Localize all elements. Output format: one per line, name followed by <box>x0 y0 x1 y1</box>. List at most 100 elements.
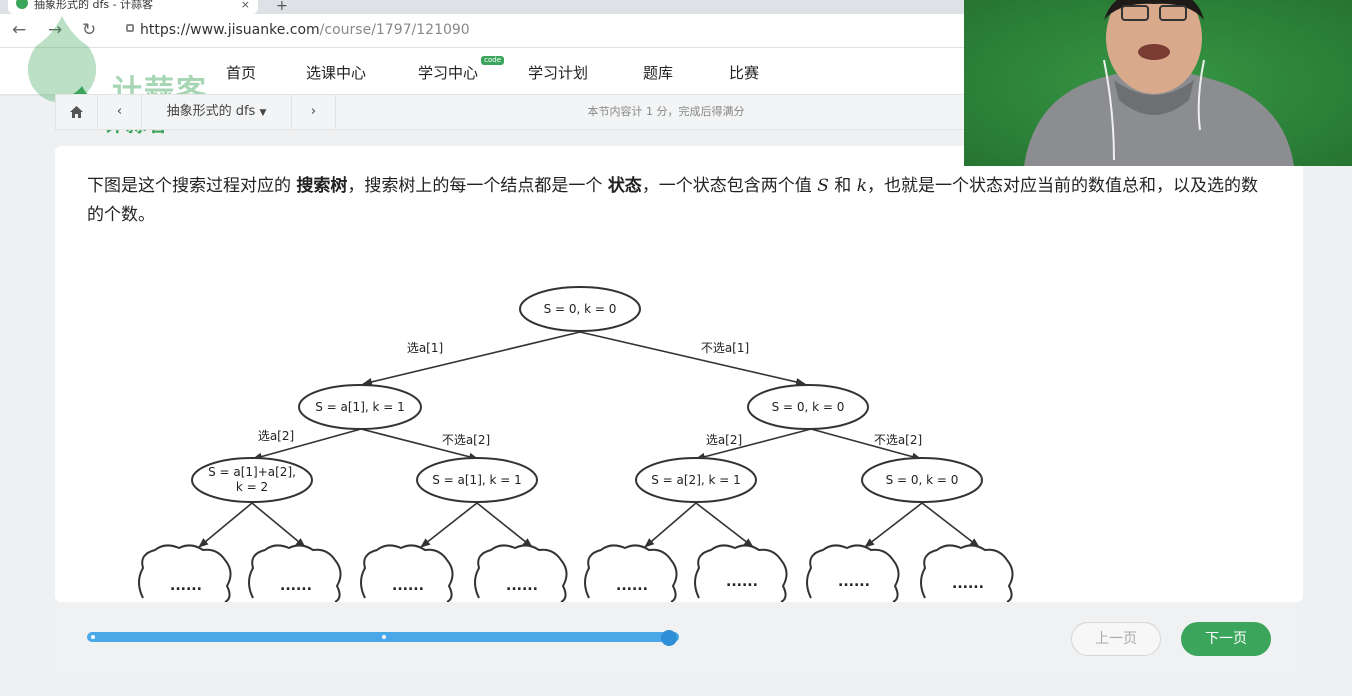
lesson-footer: 上一页 下一页 <box>55 602 1303 676</box>
lesson-paragraph: 下图是这个搜索过程对应的 搜索树，搜索树上的每一个结点都是一个 状态，一个状态包… <box>87 172 1267 230</box>
section-dropdown[interactable]: 抽象形式的 dfs ▼ <box>142 95 292 129</box>
text-run: ，搜索树上的每一个结点都是一个 <box>347 176 608 196</box>
lock-icon <box>126 24 134 32</box>
cloud-node <box>248 544 342 602</box>
breadcrumb: ‹ 抽象形式的 dfs ▼ › 本节内容计 1 分，完成后得满分 <box>55 94 967 130</box>
node-label: S = a[1]+a[2], <box>208 465 296 479</box>
tree-edge <box>360 428 479 461</box>
browser-tab[interactable]: 抽象形式的 dfs - 计蒜客 × <box>8 0 258 14</box>
home-button[interactable] <box>56 95 98 129</box>
tree-node-l2 <box>416 457 538 503</box>
progress-marker <box>91 635 95 639</box>
node-label: S = 0, k = 0 <box>886 473 959 487</box>
nav-study-plan[interactable]: 学习计划 <box>528 64 589 82</box>
next-section-button[interactable]: › <box>292 95 336 129</box>
prev-section-button[interactable]: ‹ <box>98 95 142 129</box>
tree-edge <box>695 502 754 548</box>
progress-knob[interactable] <box>661 630 677 646</box>
tree-node-l2 <box>635 457 757 503</box>
tree-edge <box>362 331 581 386</box>
caret-down-icon: ▼ <box>259 108 267 118</box>
node-label: S = a[2], k = 1 <box>651 473 741 487</box>
tree-edge <box>864 502 923 548</box>
cloud-node <box>920 544 1014 602</box>
tree-node-root <box>519 286 641 332</box>
cloud-node <box>474 544 568 602</box>
cloud-label: ...... <box>838 574 870 590</box>
back-arrow-icon[interactable]: ← <box>12 20 27 40</box>
forward-arrow-icon[interactable]: → <box>48 20 62 40</box>
cloud-label: ...... <box>392 578 424 594</box>
site-favicon-icon <box>16 0 28 9</box>
tree-edge <box>921 502 980 548</box>
text-run: ，也就是一个状态对应当前的数值总和，以及选的数的个数。 <box>87 176 1258 225</box>
tree-edge <box>810 428 922 461</box>
chevron-left-icon: ‹ <box>116 104 123 119</box>
url-field[interactable]: https://www.jisuanke.com/course/1797/121… <box>140 22 470 38</box>
new-tab-button[interactable]: + <box>276 0 288 14</box>
webcam-video-overlay <box>964 0 1352 166</box>
prev-page-button[interactable]: 上一页 <box>1071 622 1161 656</box>
bold-term: 状态 <box>607 176 642 196</box>
nav-problem-bank[interactable]: 题库 <box>643 64 674 82</box>
reload-icon[interactable]: ↻ <box>82 20 97 40</box>
tree-edge <box>476 502 533 548</box>
cloud-node <box>806 544 900 602</box>
cloud-node <box>360 544 454 602</box>
edge-label: 不选a[1] <box>701 341 749 355</box>
text-run: 下图是这个搜索过程对应的 <box>87 176 297 196</box>
url-path: /course/1797/121090 <box>319 22 470 38</box>
tree-edge <box>198 502 253 548</box>
node-label: S = a[1], k = 1 <box>315 400 405 414</box>
progress-marker <box>382 635 386 639</box>
tree-node-l2 <box>861 457 983 503</box>
nav-course-center[interactable]: 选课中心 <box>306 64 367 82</box>
node-label: S = a[1], k = 1 <box>432 473 522 487</box>
nav-contests[interactable]: 比赛 <box>729 64 760 82</box>
tree-node-l2 <box>191 457 313 503</box>
presenter-video <box>964 0 1352 166</box>
cloud-node <box>584 544 678 602</box>
nav-learning-center-label: 学习中心 <box>418 64 479 82</box>
cloud-label: ...... <box>726 574 758 590</box>
node-label: S = 0, k = 0 <box>544 302 617 316</box>
search-tree-diagram: S = 0, k = 0 S = a[1], k = 1 S = 0, k = … <box>138 286 1014 602</box>
tab-close-icon[interactable]: × <box>240 0 250 11</box>
cloud-label: ...... <box>280 578 312 594</box>
code-badge: code <box>481 56 505 65</box>
cloud-node <box>694 544 788 602</box>
tree-edge <box>420 502 478 548</box>
section-title: 抽象形式的 dfs <box>166 104 256 119</box>
tree-edge <box>695 428 812 461</box>
url-host: https://www.jisuanke.com <box>140 22 320 38</box>
tree-edge <box>252 428 362 461</box>
edge-label: 选a[1] <box>407 341 443 355</box>
cloud-nodes <box>138 544 1014 602</box>
tree-node-l1-left <box>298 384 422 430</box>
tree-edge <box>579 331 806 386</box>
cloud-node <box>138 544 232 602</box>
cloud-label: ...... <box>506 578 538 594</box>
edge-label: 不选a[2] <box>442 433 490 447</box>
tree-node-l1-right <box>747 384 869 430</box>
edge-label: 不选a[2] <box>874 433 922 447</box>
address-bar: ← → ↻ https://www.jisuanke.com/course/17… <box>0 14 1352 48</box>
cloud-label: ...... <box>952 576 984 592</box>
edge-label: 选a[2] <box>258 429 294 443</box>
tree-edge <box>251 502 306 548</box>
lesson-content-card: 下图是这个搜索过程对应的 搜索树，搜索树上的每一个结点都是一个 状态，一个状态包… <box>55 146 1303 602</box>
nav-home[interactable]: 首页 <box>226 64 257 82</box>
section-score-info: 本节内容计 1 分，完成后得满分 <box>587 105 745 118</box>
node-label: S = 0, k = 0 <box>772 400 845 414</box>
chevron-right-icon: › <box>310 104 317 119</box>
text-run: ，一个状态包含两个值 <box>641 176 818 196</box>
cloud-label: ...... <box>170 578 202 594</box>
bold-term: 搜索树 <box>296 176 348 196</box>
tab-title: 抽象形式的 dfs - 计蒜客 <box>34 0 154 11</box>
text-run: 和 <box>828 176 857 196</box>
edge-label: 选a[2] <box>706 433 742 447</box>
home-icon <box>70 105 83 118</box>
cloud-label: ...... <box>616 578 648 594</box>
next-page-button[interactable]: 下一页 <box>1181 622 1271 656</box>
